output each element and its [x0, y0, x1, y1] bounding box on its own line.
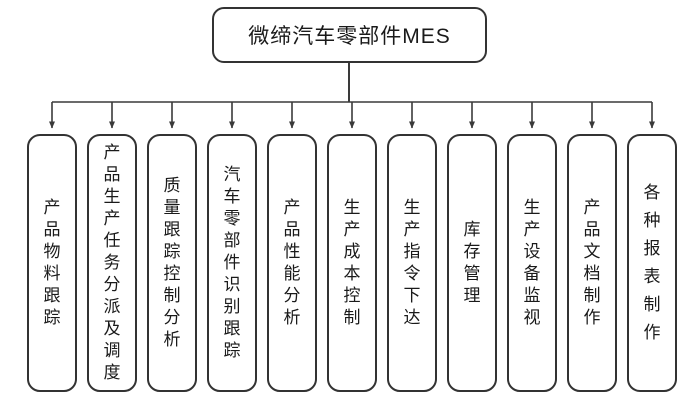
module-node-label: 产品物料跟踪 — [43, 198, 61, 327]
module-node-label: 产品性能分析 — [283, 198, 301, 327]
module-node-label: 产品生产任务分派及调度 — [103, 143, 121, 382]
module-node-label: 质量跟踪控制分析 — [163, 176, 181, 349]
module-node: 各种报表制作 — [627, 134, 677, 392]
module-node: 生产成本控制 — [327, 134, 377, 392]
module-node-label: 生产设备监视 — [523, 198, 541, 327]
module-node-label: 汽车零部件识别跟踪 — [223, 165, 241, 360]
module-node: 产品物料跟踪 — [27, 134, 77, 392]
module-node: 生产设备监视 — [507, 134, 557, 392]
module-node: 生产指令下达 — [387, 134, 437, 392]
module-node-label: 生产指令下达 — [403, 198, 421, 327]
module-node: 产品文档制作 — [567, 134, 617, 392]
module-node: 产品性能分析 — [267, 134, 317, 392]
module-node: 产品生产任务分派及调度 — [87, 134, 137, 392]
module-node-label: 产品文档制作 — [583, 198, 601, 327]
module-node: 汽车零部件识别跟踪 — [207, 134, 257, 392]
root-node-label: 微缔汽车零部件MES — [248, 25, 451, 48]
root-node: 微缔汽车零部件MES — [212, 7, 487, 63]
module-node: 库存管理 — [447, 134, 497, 392]
module-node-label: 库存管理 — [463, 220, 481, 305]
module-node-label: 各种报表制作 — [643, 183, 661, 342]
module-node-label: 生产成本控制 — [343, 198, 361, 327]
module-node: 质量跟踪控制分析 — [147, 134, 197, 392]
